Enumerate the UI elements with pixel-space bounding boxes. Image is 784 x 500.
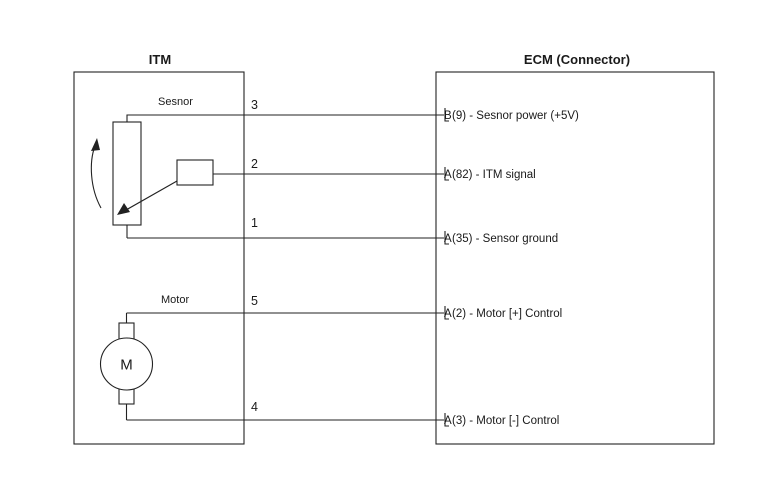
pin-number: 2	[251, 157, 258, 171]
rotation-arrowhead-icon	[91, 138, 100, 151]
wire-pin-5: 5 A (2) - Motor [+] Control	[126, 294, 562, 320]
connector-letter: A	[444, 233, 452, 245]
pin-number: 4	[251, 400, 258, 414]
sensor-label: Sesnor	[158, 96, 193, 108]
wiper-arrowhead-icon	[117, 203, 130, 215]
itm-title: ITM	[149, 52, 171, 67]
connector-bracket	[444, 231, 449, 245]
connector-bracket	[444, 413, 449, 427]
connector-bracket	[444, 108, 449, 122]
signal-label: (9) - Sesnor power (+5V)	[452, 110, 579, 122]
motor-letter: M	[120, 357, 133, 374]
pin-number: 1	[251, 216, 258, 230]
motor-label: Motor	[161, 294, 189, 306]
sensor-potentiometer	[90, 116, 214, 238]
connector-bracket	[444, 306, 449, 320]
wiper-line	[125, 180, 178, 211]
connector-letter: A	[444, 169, 452, 181]
pin-number: 5	[251, 294, 258, 308]
wire-pin-2: 2 A (82) - ITM signal	[213, 157, 536, 181]
connector-bracket	[444, 167, 449, 181]
ecm-title: ECM (Connector)	[524, 52, 630, 67]
pin-number: 3	[251, 98, 258, 112]
motor-symbol: M	[99, 313, 154, 420]
ecm-block	[435, 71, 715, 445]
wire-pin-3: 3 B (9) - Sesnor power (+5V)	[126, 98, 579, 122]
sensor-wiper-block	[176, 159, 214, 186]
connector-letter: B	[444, 110, 452, 122]
itm-block	[73, 71, 245, 445]
signal-label: (3) - Motor [-] Control	[452, 415, 559, 427]
signal-label: (82) - ITM signal	[452, 169, 536, 181]
connector-letter: A	[444, 415, 452, 427]
connector-letter: A	[444, 308, 452, 320]
motor-circle	[99, 337, 154, 391]
motor-brush-top	[118, 322, 135, 340]
wire-pin-4: 4 A (3) - Motor [-] Control	[126, 400, 559, 427]
signal-label: (35) - Sensor ground	[452, 233, 558, 245]
rotation-arc	[90, 145, 102, 209]
wire-pin-1: 1 A (35) - Sensor ground	[127, 216, 558, 245]
signal-label: (2) - Motor [+] Control	[452, 308, 562, 320]
